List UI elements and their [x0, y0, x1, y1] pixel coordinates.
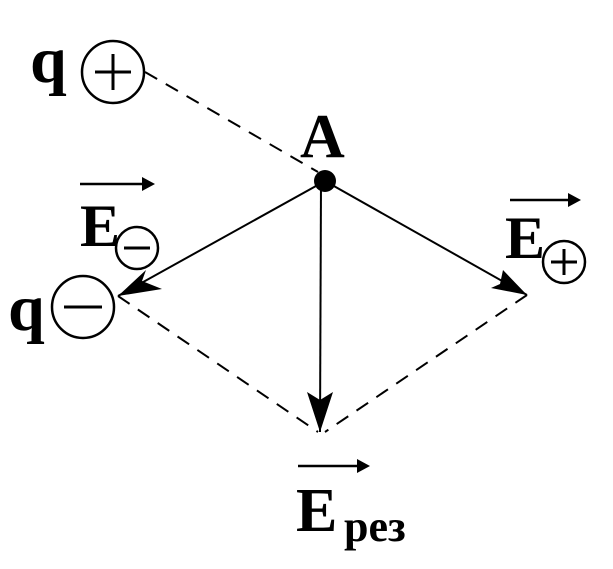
plus-icon [541, 239, 587, 285]
vector-overbar-head [357, 459, 370, 473]
field-result-subscript: рез [344, 502, 406, 551]
point-a-dot [314, 170, 336, 192]
field-vector-positive [324, 180, 528, 296]
point-a-label: A [300, 103, 345, 171]
field-positive-label: E [505, 205, 545, 271]
positive-charge-label: q [30, 24, 67, 97]
field-vector-negative [117, 180, 326, 297]
plus-icon [80, 39, 146, 105]
arrowhead-positive [491, 270, 527, 295]
minus-icon [114, 225, 160, 271]
field-positive-label-group: E [505, 193, 587, 285]
negative-charge-label: q [8, 272, 45, 345]
field-vector-result [319, 180, 322, 433]
arrowhead-result [307, 392, 333, 432]
arrowhead-negative [118, 270, 162, 296]
vector-overbar-head [568, 193, 581, 207]
field-negative-label-group: E [80, 177, 160, 271]
dashed-guides [117, 71, 528, 433]
dashed-line-lower-left [117, 295, 319, 433]
dashed-line-to-positive-charge [144, 71, 319, 173]
field-negative-label: E [80, 193, 120, 259]
field-result-label-group: E рез [296, 459, 406, 551]
dashed-line-lower-right [324, 294, 528, 433]
field-result-label: E [296, 477, 337, 545]
vector-overbar-head [142, 177, 155, 191]
minus-icon [50, 274, 116, 340]
